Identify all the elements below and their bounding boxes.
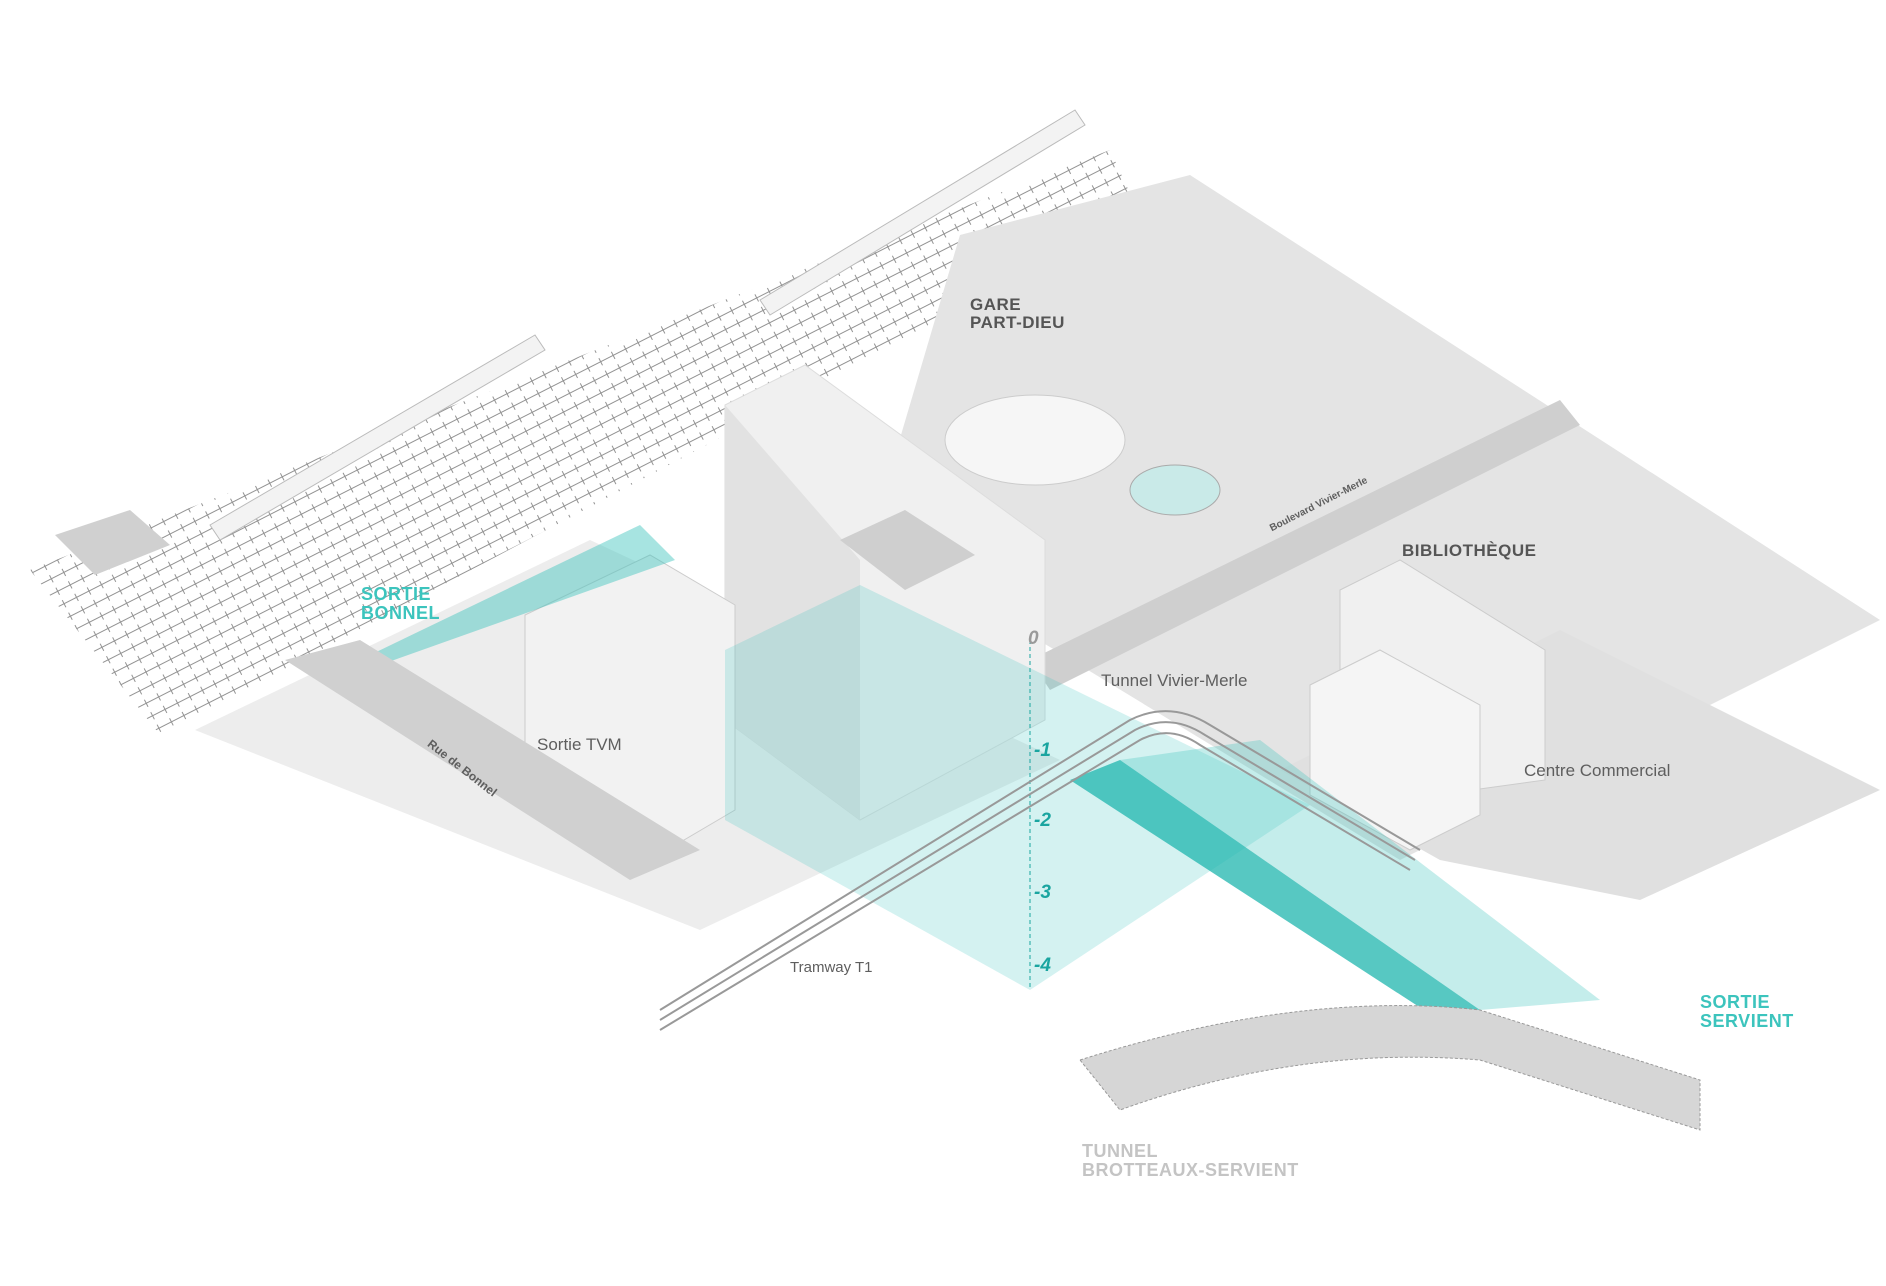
tunnel-servient-ramp bbox=[1070, 760, 1480, 1040]
tramway-tracks bbox=[659, 710, 1421, 1031]
label-tunnel-vivier-merle: Tunnel Vivier-Merle bbox=[1101, 671, 1248, 690]
label-bibliotheque: BIBLIOTHÈQUE bbox=[1402, 541, 1537, 560]
label-sortie-servient: SORTIE SERVIENT bbox=[1700, 993, 1794, 1031]
label-line: SORTIE bbox=[1700, 992, 1771, 1012]
boulevard-road bbox=[1030, 400, 1580, 690]
label-line: GARE bbox=[970, 295, 1022, 314]
pond bbox=[1129, 464, 1221, 516]
tunnel-servient-ramp-light bbox=[1120, 740, 1600, 1010]
label-line: SERVIENT bbox=[1700, 1010, 1794, 1031]
bibliotheque-building bbox=[1309, 559, 1546, 851]
label-sortie-bonnel: SORTIE BONNEL bbox=[361, 585, 440, 623]
label-gare: GARE PART-DIEU bbox=[970, 296, 1065, 332]
label-tunnel-brotteaux: TUNNEL BROTTEAUX-SERVIENT bbox=[1082, 1142, 1299, 1180]
railway-tracks bbox=[30, 150, 1140, 735]
rue-de-bonnel-road bbox=[285, 640, 700, 880]
label-line: PART-DIEU bbox=[970, 312, 1065, 332]
level-minus-4: -4 bbox=[1034, 955, 1051, 976]
label-tramway: Tramway T1 bbox=[790, 959, 873, 976]
level-minus-3: -3 bbox=[1034, 882, 1051, 903]
brotteaux-tunnel bbox=[1079, 1005, 1701, 1131]
central-building bbox=[724, 364, 1046, 821]
train bbox=[209, 109, 1086, 541]
label-line: SORTIE bbox=[361, 584, 432, 604]
underground-levels bbox=[725, 585, 1310, 990]
gare-rotunda bbox=[944, 394, 1126, 486]
label-line: BROTTEAUX-SERVIENT bbox=[1082, 1159, 1299, 1180]
label-line: TUNNEL bbox=[1082, 1141, 1158, 1161]
level-0: 0 bbox=[1028, 628, 1039, 649]
level-minus-2: -2 bbox=[1034, 810, 1051, 831]
label-line: BONNEL bbox=[361, 602, 440, 623]
label-centre-commercial: Centre Commercial bbox=[1524, 761, 1671, 780]
sortie-bonnel-ramp bbox=[370, 525, 675, 665]
label-sortie-tvm: Sortie TVM bbox=[537, 735, 622, 754]
level-minus-1: -1 bbox=[1034, 740, 1051, 761]
